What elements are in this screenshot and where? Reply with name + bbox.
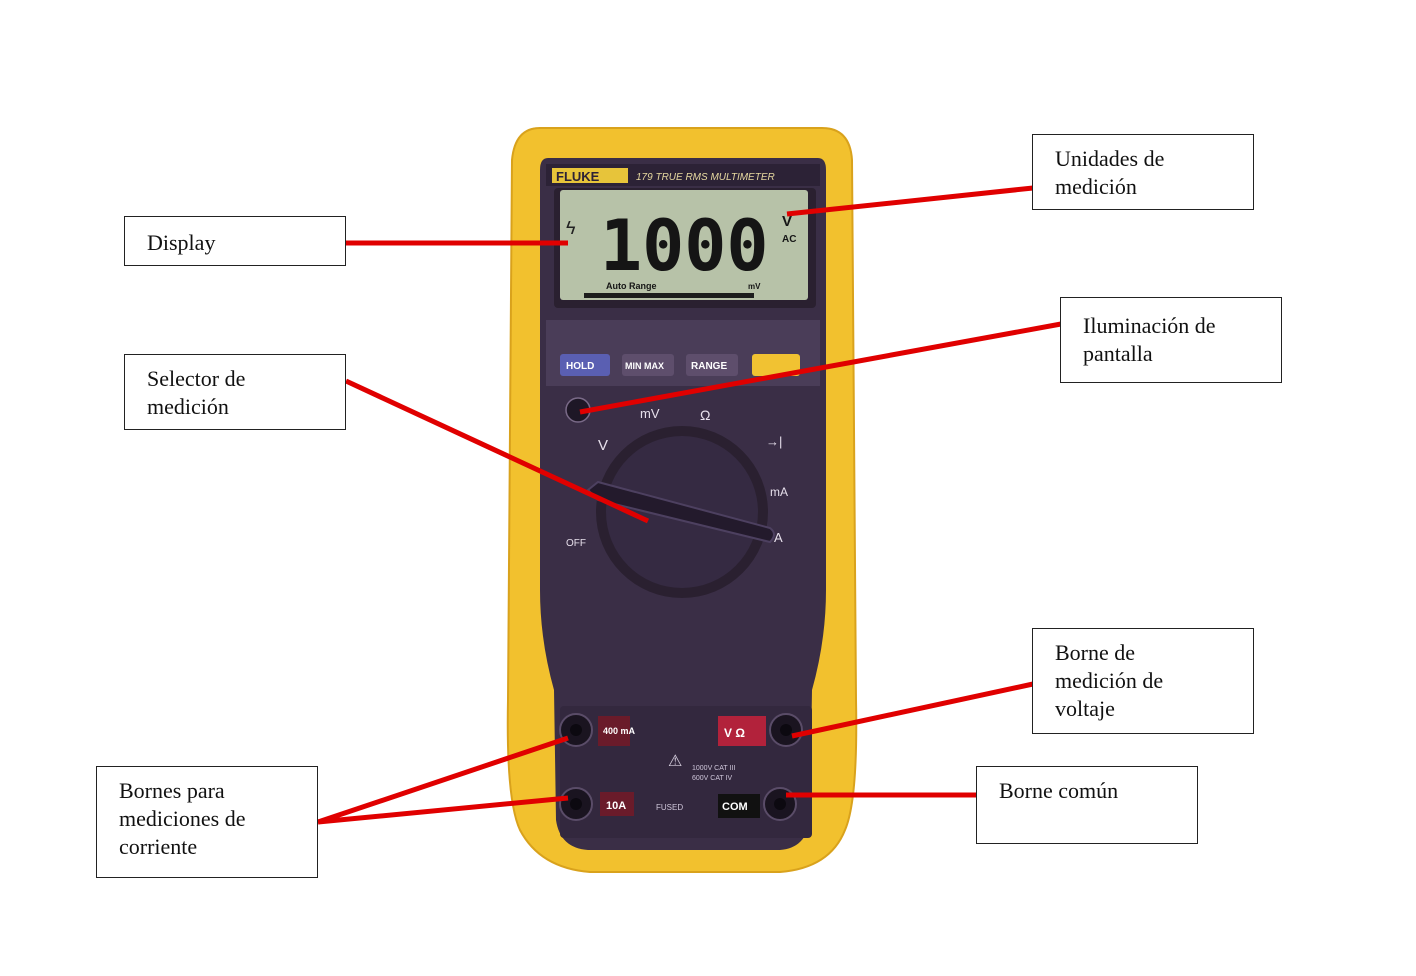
label-current-terminals: Bornes para mediciones de corriente	[96, 766, 318, 878]
label-current-line-3: corriente	[119, 834, 198, 859]
lcd-unit-v: V	[782, 213, 792, 230]
pointer-selector	[344, 378, 650, 524]
lcd-bargraph	[584, 293, 754, 298]
voltage-terminal-tag	[718, 716, 766, 746]
label-current-line-2: mediciones de	[119, 806, 246, 831]
label-units: Unidades de medición	[1032, 134, 1254, 210]
label-voltage-line-2: medición de	[1055, 668, 1164, 693]
10a-terminal-tag	[600, 792, 634, 816]
label-current-line-1: Bornes para	[119, 778, 225, 803]
model-text: 179 TRUE RMS MULTIMETER	[636, 172, 775, 183]
minmax-button-label: MIN MAX	[625, 361, 664, 371]
ma-terminal-tag	[598, 716, 630, 746]
com-terminal-text: COM	[722, 801, 748, 813]
label-display-line: Display	[147, 230, 216, 255]
lcd-corner: mV	[748, 282, 761, 291]
cat-text-1: 1000V CAT III	[692, 765, 735, 772]
ma-terminal-text: 400 mA	[603, 726, 636, 736]
label-units-line-1: Unidades de	[1055, 146, 1165, 171]
lcd-screen	[560, 190, 808, 300]
10a-terminal-hole	[570, 798, 582, 810]
warning-icon: ⚠	[668, 753, 682, 770]
label-voltage-terminal: Borne de medición de voltaje	[1032, 628, 1254, 734]
pointer-units	[786, 185, 1034, 217]
10a-terminal-text: 10A	[606, 800, 626, 812]
label-selector-line-2: medición	[147, 394, 229, 419]
dial-ohm-icon: Ω	[700, 407, 710, 423]
label-display: Display	[124, 216, 346, 266]
label-selector: Selector de medición	[124, 354, 346, 430]
label-selector-line-1: Selector de	[147, 366, 246, 391]
dial-ma-icon: mA	[770, 485, 788, 499]
dial-volt-dc-icon: V	[598, 437, 608, 454]
hold-button-label: HOLD	[566, 361, 594, 372]
label-units-line-2: medición	[1055, 174, 1137, 199]
brand-badge	[552, 168, 628, 183]
label-voltage-line-1: Borne de	[1055, 640, 1136, 665]
voltage-terminal-hole	[780, 724, 792, 736]
backlight-button[interactable]	[752, 354, 800, 376]
ma-terminal-hole	[570, 724, 582, 736]
dial-amp-icon: A	[774, 530, 783, 545]
pointer-current-10a	[317, 795, 569, 825]
fused-text: FUSED	[656, 803, 683, 812]
minmax-button[interactable]	[622, 354, 674, 376]
brand-text: FLUKE	[556, 169, 600, 184]
selector-knob-handle[interactable]	[586, 480, 775, 544]
hold-button[interactable]	[560, 354, 610, 376]
com-terminal-hole	[774, 798, 786, 810]
lcd-unit-ac: AC	[782, 234, 796, 245]
lcd-status: Auto Range	[606, 281, 657, 291]
label-backlight-line-1: Iluminación de	[1083, 313, 1216, 338]
pointer-voltage	[791, 681, 1034, 739]
label-voltage-line-3: voltaje	[1055, 696, 1115, 721]
dial-off-label: OFF	[566, 538, 586, 549]
label-common-terminal: Borne común	[976, 766, 1198, 844]
label-backlight-line-2: pantalla	[1083, 341, 1153, 366]
voltage-terminal-text: V Ω	[724, 726, 745, 740]
label-backlight: Iluminación de pantalla	[1060, 297, 1282, 383]
cat-text-2: 600V CAT IV	[692, 775, 733, 782]
lcd-reading: 1000	[600, 205, 769, 287]
com-terminal-tag	[718, 794, 760, 818]
range-button-label: RANGE	[691, 361, 727, 372]
label-common-line-1: Borne común	[999, 778, 1119, 803]
pointer-current-ma	[317, 735, 569, 825]
lcd-hazard-icon: ϟ	[566, 218, 576, 238]
dial-diode-icon: →|	[766, 434, 782, 449]
range-button[interactable]	[686, 354, 738, 376]
dial-mv-icon: mV	[640, 406, 660, 421]
pointer-backlight	[579, 321, 1062, 415]
